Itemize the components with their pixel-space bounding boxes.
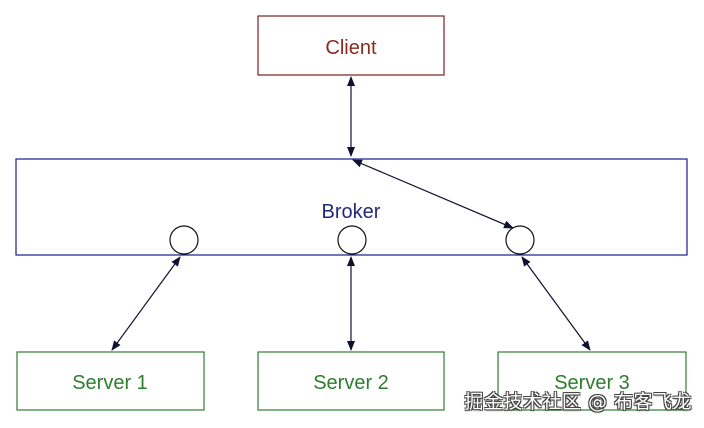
server-3-label: Server 3 xyxy=(554,372,630,394)
client-node: Client xyxy=(257,15,445,76)
broker-port-2 xyxy=(337,225,367,255)
arrow-port3-server3 xyxy=(521,256,591,351)
watermark-text: 掘金技术社区 @ 布客飞龙 xyxy=(464,391,692,413)
broker-port-1 xyxy=(169,225,199,255)
broker-port-3 xyxy=(505,225,535,255)
client-label: Client xyxy=(325,37,377,59)
server-2-label: Server 2 xyxy=(313,372,389,394)
broker-label: Broker xyxy=(322,201,381,223)
arrow-port1-server1 xyxy=(111,256,181,351)
server-1-node: Server 1 xyxy=(16,351,205,411)
server-3-node: Server 3 xyxy=(497,351,687,411)
server-2-node: Server 2 xyxy=(257,351,445,411)
server-1-label: Server 1 xyxy=(72,372,148,394)
arrow-broker-port3 xyxy=(352,159,514,229)
